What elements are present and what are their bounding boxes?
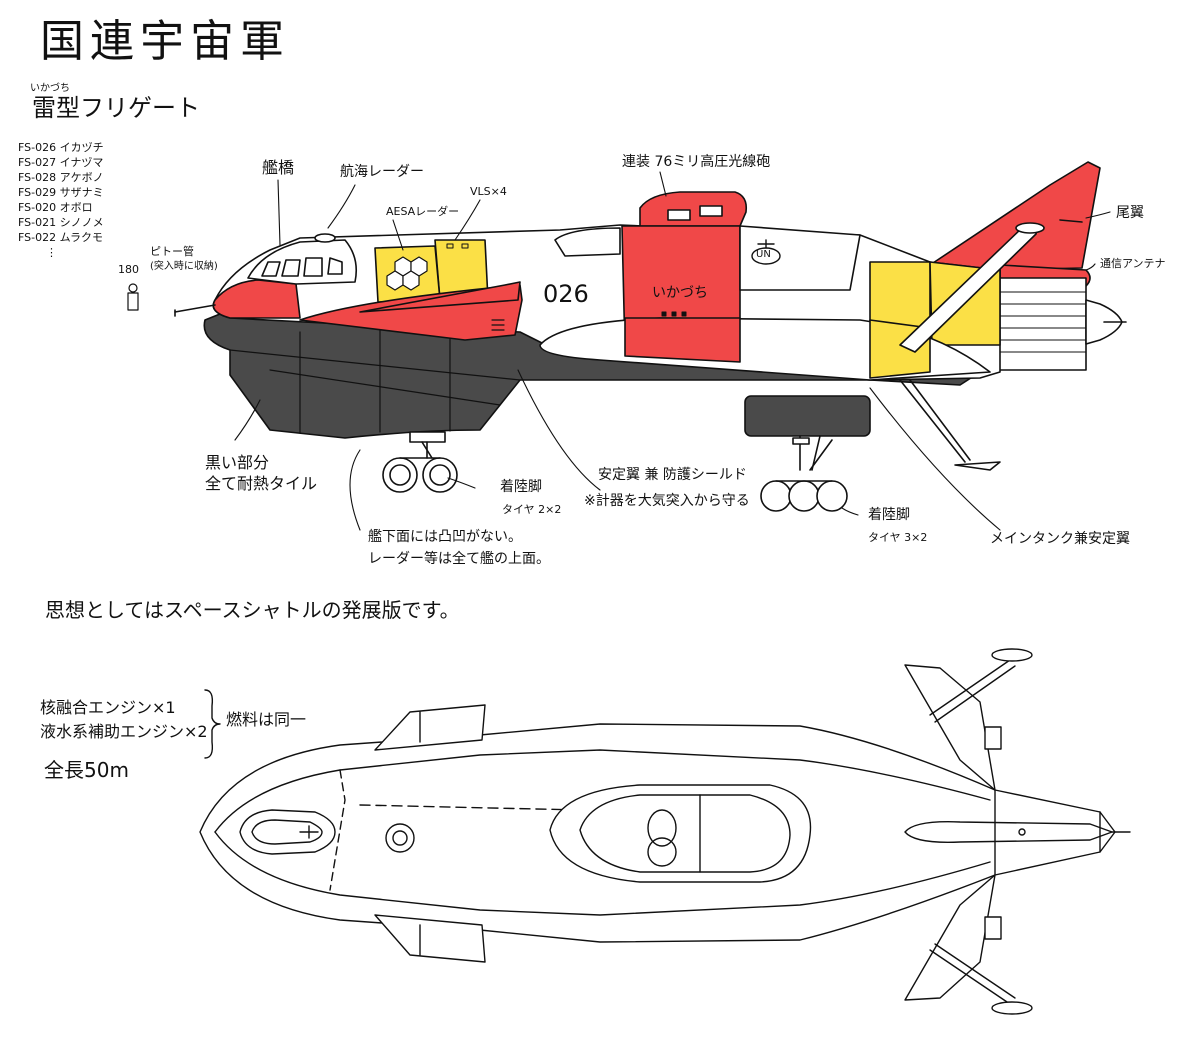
leader-lines — [234, 171, 1111, 531]
aesa-hex-array — [386, 256, 428, 291]
front-landing-gear — [382, 431, 458, 493]
cockpit-window-1 — [261, 261, 281, 277]
label-aesa-radar: AESAレーダー — [386, 205, 460, 218]
label-gear-front: 着陸脚 — [500, 479, 542, 495]
label-bridge: 艦橋 — [262, 158, 295, 177]
nav-radar-dome — [314, 233, 336, 243]
nose-red-panel — [212, 279, 301, 319]
label-black-parts-2: 全て耐熱タイル — [205, 474, 318, 493]
label-gear-front-tyre: タイヤ 2×2 — [502, 503, 562, 516]
emblem-label: UN — [756, 249, 771, 260]
label-length: 全長50m — [44, 758, 129, 782]
ship-list: FS-026 イカヅチ FS-027 イナヅマ FS-028 アケボノ FS-0… — [18, 140, 104, 260]
label-main-tank: メインタンク兼安定翼 — [990, 531, 1130, 547]
label-underside-2: レーダー等は全て艦の上面。 — [368, 551, 550, 567]
rear-landing-gear — [744, 379, 1001, 512]
label-nav-radar: 航海レーダー — [340, 164, 424, 180]
shield-wing-top — [359, 281, 521, 313]
gun-turret — [639, 191, 748, 227]
label-tail: 尾翼 — [1116, 205, 1144, 221]
aux-engine-bottom — [984, 916, 1002, 940]
hull-number: 026 — [543, 280, 589, 308]
label-gear-rear: 着陸脚 — [868, 507, 910, 523]
label-fuel: 燃料は同一 — [226, 710, 307, 729]
hull-name: いかづち — [652, 285, 708, 301]
label-black-parts: 黒い部分 — [205, 453, 270, 472]
ship-list-item: FS-022 ムラクモ — [18, 231, 104, 244]
label-antenna: 通信アンテナ — [1100, 257, 1166, 270]
cockpit-window-4 — [327, 257, 343, 275]
gun-barrel — [699, 205, 723, 217]
ship-list-item: ⋮ — [46, 246, 57, 259]
cockpit-window-2 — [281, 259, 301, 277]
top-radar-ring — [385, 823, 415, 853]
ship-list-item: FS-026 イカヅチ — [18, 141, 104, 154]
top-cockpit — [239, 809, 336, 855]
main-tank-red — [624, 317, 741, 363]
page-title: 国連宇宙軍 — [40, 16, 290, 67]
label-shield: 安定翼 兼 防護シールド — [598, 467, 747, 483]
label-pitot: ピトー管 — [150, 245, 194, 258]
ship-list-item: FS-020 オボロ — [18, 201, 93, 214]
cockpit-window-3 — [303, 257, 323, 277]
label-engine-2: 液水系補助エンジン×2 — [40, 722, 208, 741]
forward-wing-bottom — [374, 914, 486, 963]
top-view — [199, 648, 1131, 1015]
stabilizer-tip — [1015, 222, 1045, 234]
top-gun-turret — [549, 784, 812, 883]
top-main-engine — [904, 821, 1113, 843]
label-scale: 180 — [118, 263, 139, 276]
label-vls: VLS×4 — [470, 185, 507, 198]
scale-figure — [127, 283, 139, 311]
vls-hatch — [461, 243, 469, 249]
aux-engine-top — [984, 726, 1002, 750]
ship-list-item: FS-027 イナヅマ — [18, 156, 104, 169]
vls-hatch — [446, 243, 454, 249]
ship-list-item: FS-028 アケボノ — [18, 171, 104, 184]
emblem-panel — [739, 225, 861, 291]
label-shield-note: ※計器を大気突入から守る — [584, 493, 750, 509]
gun-barrel — [667, 209, 691, 221]
side-view — [127, 161, 1127, 531]
ship-list-item: FS-021 シノノメ — [18, 216, 104, 229]
concept-note: 思想としてはスペースシャトルの発展版です。 — [45, 598, 460, 622]
label-gun: 連装 76ミリ高圧光線砲 — [622, 154, 771, 170]
pitot-tube — [174, 304, 216, 313]
rear-gear-pod — [744, 395, 871, 437]
page-subtitle: 雷型フリゲート — [32, 94, 200, 122]
label-gear-rear-tyre: タイヤ 3×2 — [868, 531, 928, 544]
forward-wing-top — [374, 704, 486, 751]
label-engine-1: 核融合エンジン×1 — [40, 698, 176, 717]
un-emblem — [751, 239, 781, 265]
subtitle-ruby: いかづち — [30, 83, 70, 94]
mid-upper-panel — [554, 227, 621, 257]
ship-list-item: FS-029 サザナミ — [18, 186, 104, 199]
engine-block — [997, 277, 1087, 371]
label-underside: 艦下面には凸凹がない。 — [368, 529, 522, 545]
label-pitot-note: (突入時に収納) — [150, 261, 218, 272]
